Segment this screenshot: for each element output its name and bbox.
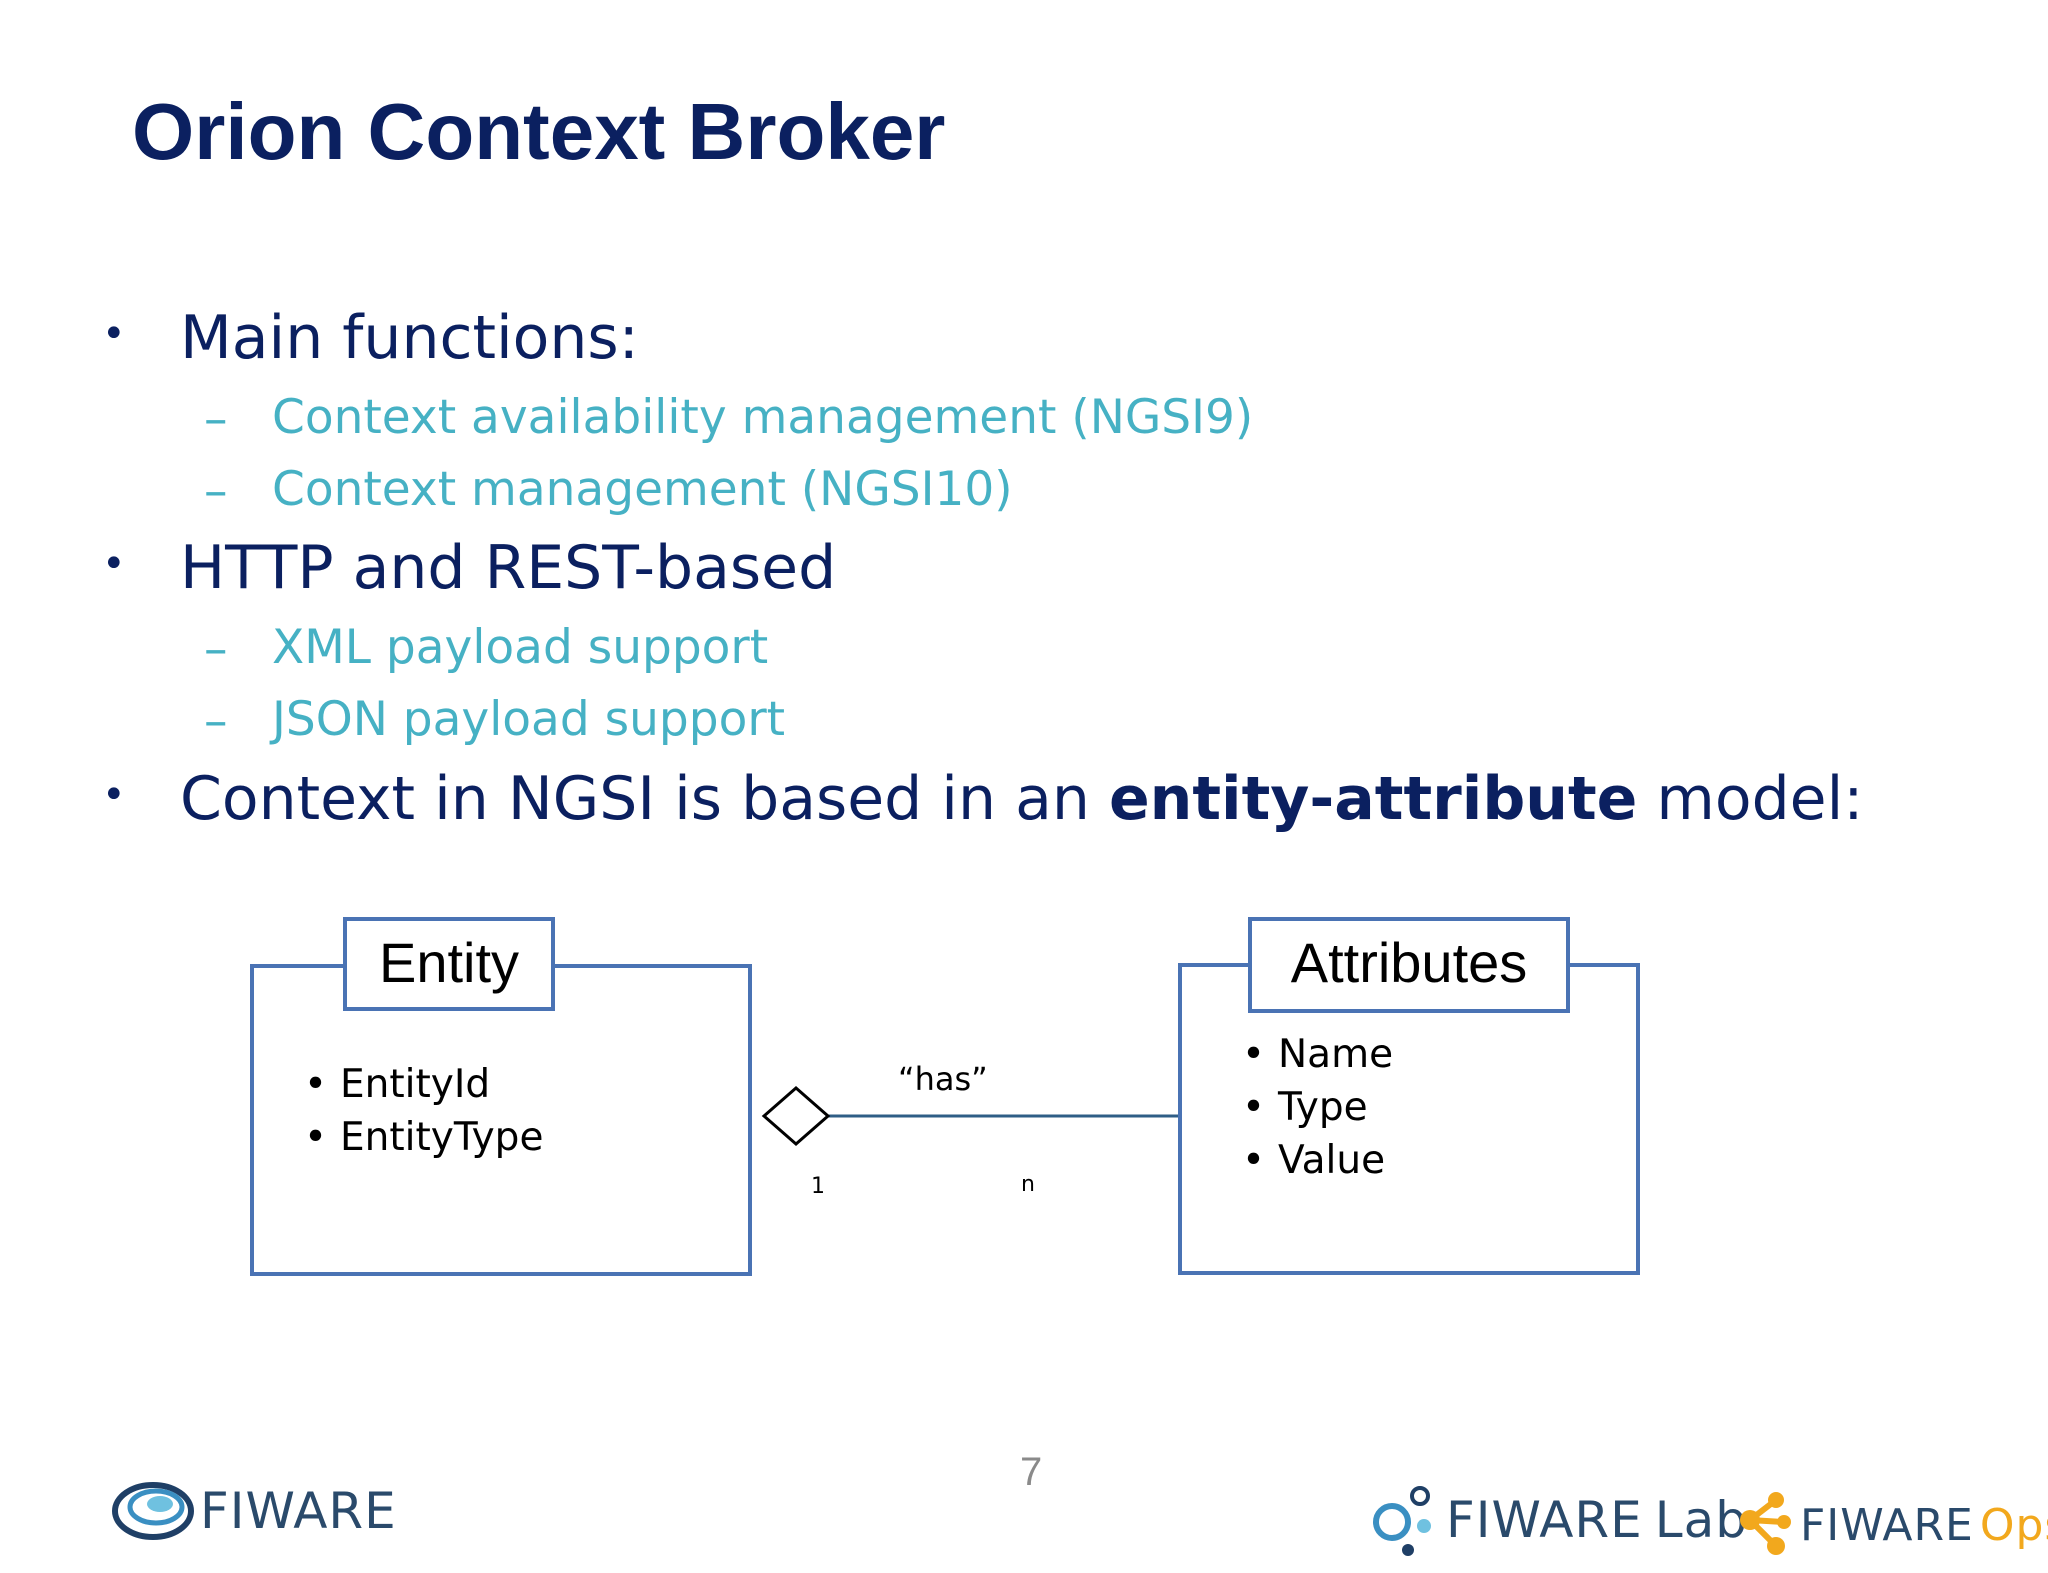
fiware-lab-dots-icon	[1373, 1486, 1431, 1556]
fiware-ops-network-icon	[1740, 1492, 1791, 1555]
page-number: 7	[1020, 1450, 1043, 1494]
dash-marker: –	[204, 622, 228, 677]
entity-item: •EntityType	[304, 1115, 544, 1160]
entity-title-box: Entity	[343, 917, 555, 1011]
bullet-entity-attribute: • Context in NGSI is based in an entity-…	[102, 769, 1863, 829]
attributes-box	[1178, 963, 1640, 1275]
attribute-item: •Value	[1242, 1138, 1386, 1183]
fiware-logo-text: FIWARE	[200, 1482, 397, 1540]
attributes-items-list: •Name •Type •Value	[1242, 1032, 1393, 1183]
bullet-text-bold: entity-attribute	[1108, 764, 1638, 834]
bullet-main-functions: • Main functions:	[102, 308, 639, 368]
fiware-ops-brand-text: FIWARE	[1800, 1499, 1974, 1551]
bullet-marker: •	[102, 772, 126, 818]
fiware-ops-logo: FIWARE Ops	[1736, 1490, 2048, 1560]
bullet-text: HTTP and REST-based	[180, 533, 837, 603]
slide-title: Orion Context Broker	[132, 87, 946, 176]
fiware-ops-suffix-text: Ops	[1979, 1499, 2048, 1551]
subitem-text: XML payload support	[272, 620, 769, 675]
bullet-marker: •	[102, 311, 126, 357]
subitem-xml-payload: – XML payload support	[204, 624, 768, 673]
entity-box	[250, 964, 752, 1276]
dash-marker: –	[204, 694, 228, 749]
subitem-context-management: – Context management (NGSI10)	[204, 466, 1013, 515]
entity-items-list: •EntityId •EntityType	[304, 1062, 543, 1160]
attribute-item: •Type	[1242, 1085, 1368, 1130]
aggregation-diamond	[761, 1086, 831, 1146]
fiware-logo: FIWARE	[112, 1480, 397, 1542]
subitem-text: Context availability management (NGSI9)	[272, 390, 1254, 445]
relation-label: “has”	[898, 1060, 988, 1098]
fiware-swirl-icon	[112, 1482, 194, 1540]
fiware-lab-suffix-text: Lab	[1654, 1491, 1748, 1549]
entity-item: •EntityId	[304, 1062, 491, 1107]
subitem-text: Context management (NGSI10)	[272, 462, 1013, 517]
bullet-text: Main functions:	[180, 303, 639, 373]
bullet-text-after: model:	[1637, 764, 1864, 834]
attributes-title-box: Attributes	[1248, 917, 1570, 1013]
multiplicity-right: n	[1021, 1172, 1035, 1197]
fiware-lab-logo: FIWARE Lab	[1372, 1482, 1748, 1558]
subitem-text: JSON payload support	[272, 692, 786, 747]
fiware-lab-brand-text: FIWARE	[1446, 1491, 1643, 1549]
subitem-json-payload: – JSON payload support	[204, 696, 785, 745]
attribute-item: •Name	[1242, 1032, 1394, 1077]
bullet-http-rest: • HTTP and REST-based	[102, 538, 836, 598]
dash-marker: –	[204, 392, 228, 447]
bullet-text-before: Context in NGSI is based in an	[180, 764, 1109, 834]
subitem-context-availability: – Context availability management (NGSI9…	[204, 394, 1253, 443]
bullet-marker: •	[102, 541, 126, 587]
dash-marker: –	[204, 464, 228, 519]
multiplicity-left: 1	[811, 1174, 825, 1199]
